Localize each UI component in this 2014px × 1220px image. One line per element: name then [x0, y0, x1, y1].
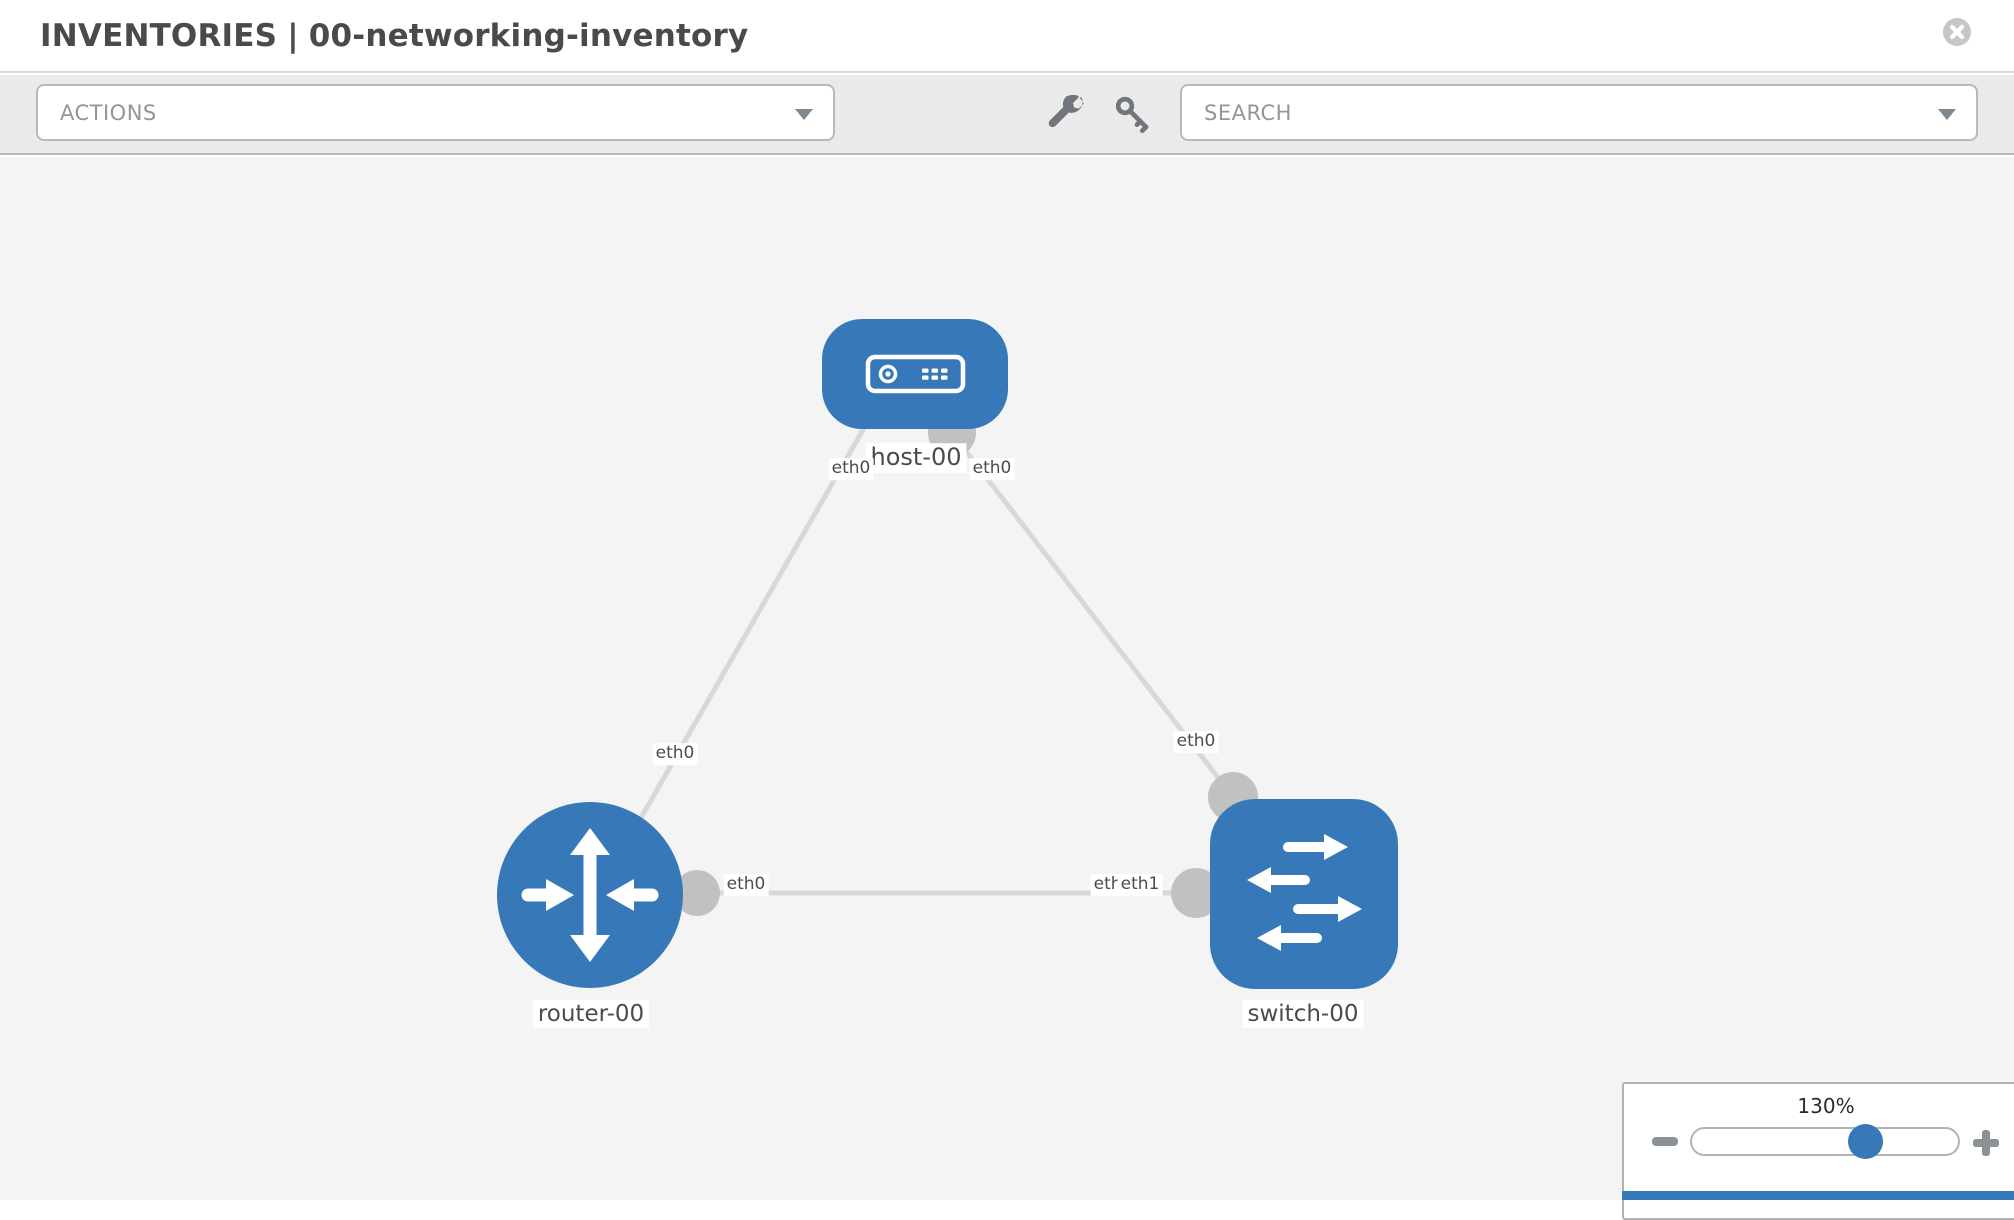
close-button[interactable]	[1942, 17, 1972, 47]
plus-icon[interactable]	[1973, 1130, 1999, 1156]
circle-x-icon	[1943, 18, 1971, 46]
page-title: INVENTORIES|00-networking-inventory	[40, 18, 748, 54]
router-icon	[521, 828, 659, 962]
zoom-level: 130%	[1797, 1094, 1855, 1118]
node-router-00[interactable]	[497, 802, 683, 988]
chevron-down-icon	[795, 108, 813, 120]
breadcrumb-separator: |	[287, 17, 299, 54]
if-label-switch-to-host: eth0	[1173, 731, 1219, 753]
minus-icon[interactable]	[1652, 1137, 1678, 1146]
node-label-router: router-00	[532, 999, 650, 1029]
bottom-partial-element	[1622, 1191, 2014, 1200]
actions-dropdown[interactable]: ACTIONS	[36, 84, 835, 141]
port-switch-eth1[interactable]	[1171, 868, 1221, 918]
toolbar: ACTIONS SEARCH	[0, 75, 2014, 155]
credentials-button[interactable]	[1113, 94, 1157, 138]
chevron-down-icon	[1938, 108, 1956, 120]
breadcrumb-root: INVENTORIES	[40, 17, 278, 54]
if-label-router-to-host: eth0	[652, 743, 698, 765]
links-layer	[627, 398, 1240, 896]
zoom-slider-track[interactable]	[1690, 1124, 1960, 1159]
search-dropdown-label: SEARCH	[1204, 100, 1292, 125]
key-icon	[1115, 96, 1149, 134]
host-icon	[865, 354, 966, 394]
switch-icon	[1247, 834, 1362, 951]
port-router-eth0[interactable]	[674, 870, 720, 916]
node-label-switch: switch-00	[1242, 999, 1364, 1029]
ports-layer	[674, 409, 1258, 918]
if-label-router-to-switch: eth0	[723, 874, 769, 896]
zoom-slider-knob[interactable]	[1848, 1124, 1883, 1159]
wrench-icon	[1048, 94, 1084, 128]
if-label-switch-to-router: eth1	[1117, 874, 1163, 896]
if-label-host-to-router: eth0	[828, 458, 874, 480]
topology-canvas[interactable]: host-00 router-00 switch-00 eth0 eth0 et…	[0, 157, 2014, 1200]
node-host-00[interactable]	[822, 319, 1008, 429]
inventory-name: 00-networking-inventory	[308, 17, 749, 54]
topology-svg[interactable]	[0, 157, 2014, 1200]
actions-dropdown-label: ACTIONS	[60, 100, 157, 125]
node-label-host: host-00	[865, 443, 967, 473]
if-label-host-to-switch: eth0	[969, 458, 1015, 480]
node-switch-00[interactable]	[1210, 799, 1398, 989]
configure-button[interactable]	[1045, 94, 1089, 138]
search-dropdown[interactable]: SEARCH	[1180, 84, 1978, 141]
page-header: INVENTORIES|00-networking-inventory	[0, 0, 2014, 73]
